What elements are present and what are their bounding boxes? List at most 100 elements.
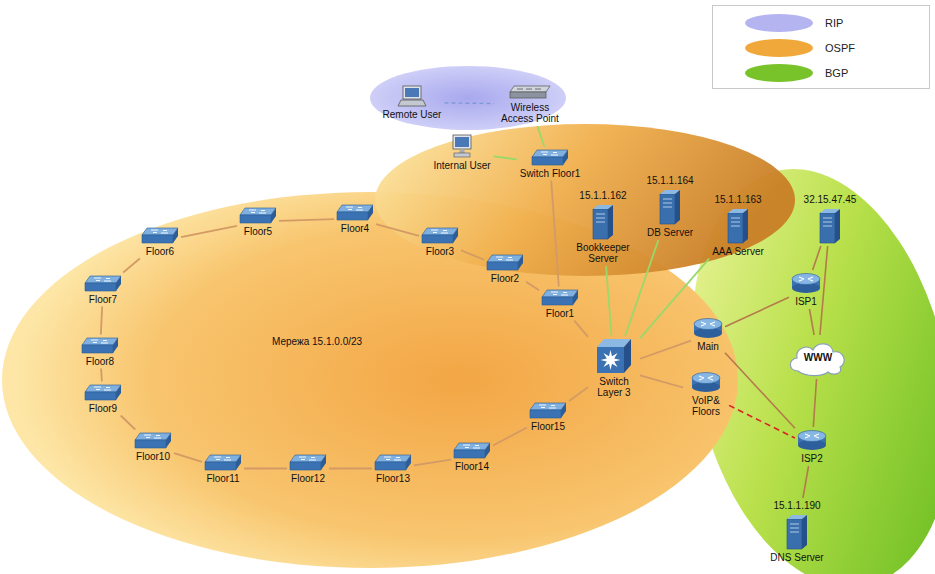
legend-row: RIP <box>713 12 843 34</box>
voip-router: VoIP& Floors <box>685 371 727 417</box>
device-label: Floor9 <box>88 403 118 414</box>
network-link <box>123 259 140 273</box>
floor-switch: Switch Floor1 <box>519 149 582 179</box>
switch-icon <box>453 442 491 459</box>
switch-icon <box>529 402 567 419</box>
switch-icon <box>421 227 459 244</box>
device-label: Switch Layer 3 <box>590 376 638 398</box>
device-label: Main <box>696 341 720 352</box>
network-link <box>329 468 372 470</box>
switch-icon <box>204 454 242 471</box>
network-link <box>569 387 588 401</box>
floor-switch: Floor7 <box>84 275 122 305</box>
server-icon <box>786 514 808 550</box>
network-label: Мережа 15.1.0.0/23 <box>272 336 362 347</box>
network-link <box>100 369 103 382</box>
dns-server: 15.1.1.190DNS Server <box>769 500 824 563</box>
floor-switch: Floor8 <box>81 337 119 367</box>
network-link <box>414 460 451 466</box>
device-label: Wireless Access Point <box>496 102 564 124</box>
router-icon <box>691 371 721 393</box>
network-link <box>461 250 484 260</box>
internal-user: Internal User <box>432 134 491 171</box>
network-link <box>244 468 287 470</box>
server-icon <box>592 204 614 240</box>
network-link <box>729 405 795 438</box>
device-label: Floor5 <box>243 226 273 237</box>
device-label: Remote User <box>382 109 443 120</box>
device-label: DB Server <box>646 227 694 238</box>
rip-region <box>370 66 566 130</box>
floor-switch: Floor11 <box>204 454 242 484</box>
floor-switch: Floor3 <box>421 227 459 257</box>
legend-label: RIP <box>825 17 843 29</box>
network-link <box>813 379 816 427</box>
network-link <box>537 126 544 147</box>
legend-swatch <box>745 14 813 32</box>
layer3-switch: Switch Layer 3 <box>590 338 638 398</box>
ip-address: 15.1.1.164 <box>645 175 694 186</box>
network-link <box>444 102 494 104</box>
device-label: Floor3 <box>425 246 455 257</box>
floor-switch: Floor1 <box>541 289 579 319</box>
device-label: Floor7 <box>88 294 118 305</box>
internet-cloud: WWW <box>786 337 850 377</box>
switch-icon <box>336 204 374 221</box>
device-label: DNS Server <box>769 552 824 563</box>
db-server: 15.1.1.164 DB Server <box>645 175 694 238</box>
floor-switch: Floor2 <box>486 254 524 284</box>
ip-address: 15.1.1.163 <box>713 194 762 205</box>
switch-icon <box>541 289 579 306</box>
device-label: ISP2 <box>800 453 824 464</box>
network-link <box>640 341 691 359</box>
network-link <box>820 246 828 335</box>
device-label: Floor11 <box>205 473 240 484</box>
network-link <box>725 353 795 428</box>
server-icon <box>819 208 841 244</box>
floor-switch: Floor9 <box>84 384 122 414</box>
device-label: Floor8 <box>85 356 115 367</box>
device-label: Floor10 <box>135 451 171 462</box>
network-link <box>606 266 611 336</box>
laptop-icon <box>397 85 427 107</box>
network-link <box>809 309 814 335</box>
network-link <box>813 246 821 270</box>
device-label: Floor2 <box>490 273 520 284</box>
floor-switch: Floor4 <box>336 204 374 234</box>
network-link <box>551 181 559 287</box>
ip-address: 15.1.1.162 <box>578 190 627 201</box>
floor-switch: Floor15 <box>529 402 567 432</box>
switch-icon <box>84 275 122 292</box>
network-link <box>174 453 202 462</box>
aaa-server: 15.1.1.163AAA Server <box>711 194 765 257</box>
switch-icon <box>374 454 412 471</box>
access-point: Wireless Access Point <box>496 84 564 124</box>
floor-switch: Floor13 <box>374 454 412 484</box>
network-link <box>640 375 683 387</box>
switch-icon <box>531 149 569 166</box>
floor-switch: Floor5 <box>239 207 277 237</box>
legend-row: OSPF <box>713 37 855 59</box>
floor-switch: Floor14 <box>453 442 491 472</box>
device-label: Floor1 <box>545 308 575 319</box>
switch-icon <box>84 384 122 401</box>
floor-switch: Floor6 <box>141 227 179 257</box>
device-label: Floor14 <box>454 461 490 472</box>
wap-icon <box>509 84 551 100</box>
device-label: Bookkeeper Server <box>572 242 634 264</box>
device-label: VoIP& Floors <box>685 395 727 417</box>
network-link <box>121 416 136 430</box>
network-link <box>493 428 527 446</box>
legend-row: BGP <box>713 62 848 84</box>
network-link <box>279 219 334 221</box>
cloud-label: WWW <box>786 352 850 363</box>
legend-box: RIP OSPF BGP <box>712 5 930 89</box>
switch-icon <box>486 254 524 271</box>
device-label: Floor15 <box>530 421 566 432</box>
device-label: AAA Server <box>711 246 765 257</box>
device-label: Switch Floor1 <box>519 168 582 179</box>
network-link <box>376 224 419 236</box>
network-link <box>494 156 517 159</box>
router-icon <box>693 317 723 339</box>
